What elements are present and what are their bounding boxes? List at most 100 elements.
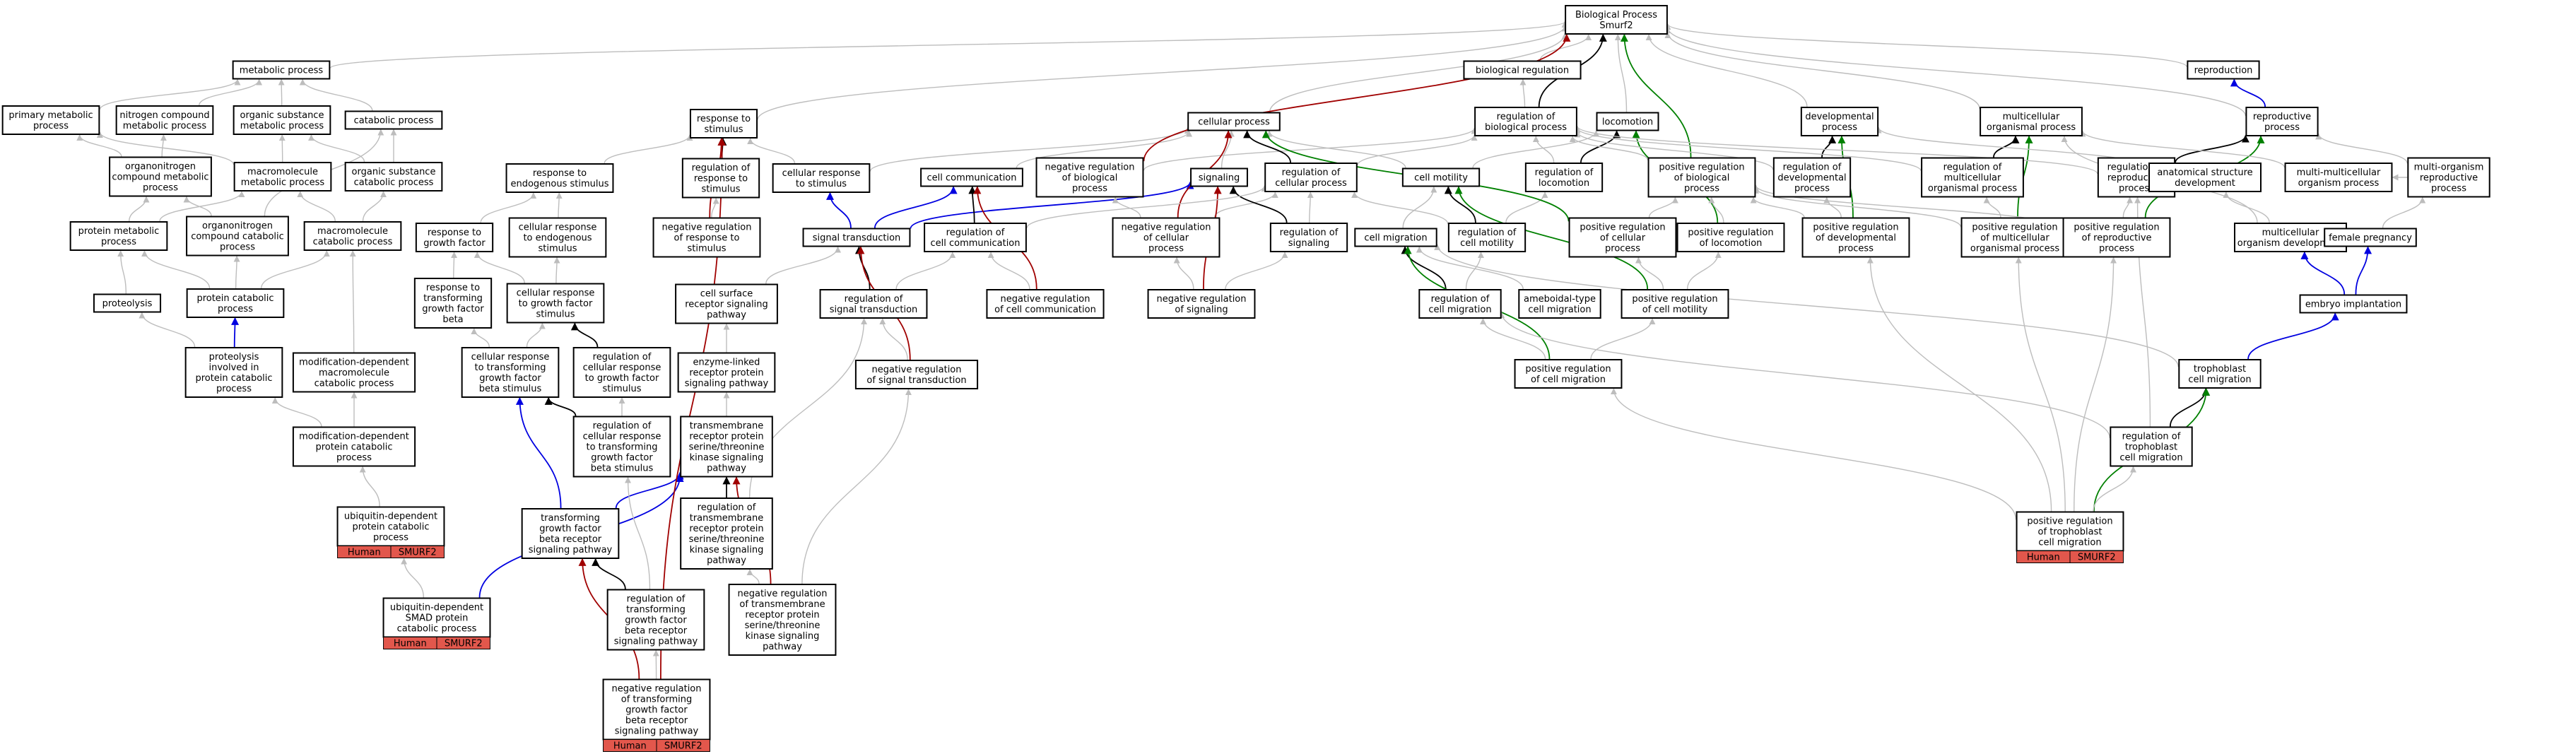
go-term-cell-motility[interactable]: cell motility — [1401, 167, 1481, 187]
go-term-bio-reg[interactable]: biological regulation — [1463, 60, 1582, 80]
go-term-label-line: growth factor — [625, 615, 687, 626]
go-term-proteolysis[interactable]: proteolysis — [93, 293, 162, 313]
edge-is-a — [480, 192, 537, 223]
edge-regulates — [1993, 135, 2020, 158]
go-term-cell-comm[interactable]: cell communication — [920, 167, 1023, 187]
go-term-signal-trans[interactable]: signal transduction — [802, 228, 911, 247]
go-term-catabolic[interactable]: catabolic process — [344, 110, 443, 130]
go-term-box — [2178, 359, 2262, 389]
go-term-signaling[interactable]: signaling — [1190, 167, 1248, 187]
go-term-label-line: process — [101, 237, 136, 247]
go-term-cell-migration[interactable]: cell migration — [1354, 228, 1437, 247]
go-term-box — [508, 217, 607, 258]
go-term-cellular-process[interactable]: cellular process — [1187, 112, 1281, 131]
go-term-label-line: process — [1684, 184, 1719, 194]
go-term-label-line: process — [33, 121, 69, 131]
go-term-label-line: proteolysis — [102, 299, 153, 310]
go-term-label-line: receptor protein — [689, 524, 763, 534]
edge-regulates — [544, 396, 577, 416]
go-term-female-preg[interactable]: female pregnancy — [2324, 228, 2417, 247]
go-term-moddep-macro[interactable]: modification-dependentmacromoleculecatab… — [292, 352, 416, 393]
go-term-box — [986, 289, 1105, 319]
edge-regulates — [1821, 135, 1837, 158]
go-term-reproduction[interactable]: reproduction — [2187, 60, 2260, 80]
go-term-locomotion[interactable]: locomotion — [1596, 112, 1659, 131]
go-term-label-line: cellular response — [517, 288, 595, 299]
go-term-box — [186, 288, 285, 318]
gene-badge-label: SMURF2 — [445, 639, 483, 649]
edge-has-part — [2300, 251, 2346, 295]
go-term-metabolic[interactable]: metabolic process — [232, 60, 331, 80]
go-term-embryo-impl[interactable]: embryo implantation — [2299, 294, 2408, 314]
